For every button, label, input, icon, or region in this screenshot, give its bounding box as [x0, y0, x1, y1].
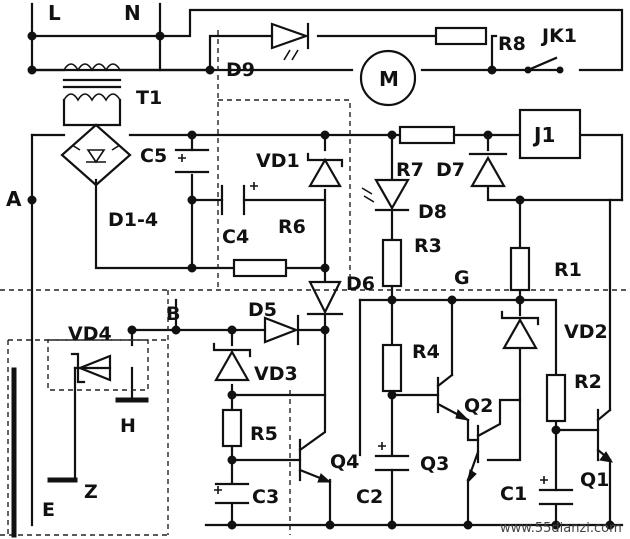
- resistor-r4: [381, 343, 403, 393]
- label-t1: T1: [136, 87, 162, 109]
- zener-vd3: [212, 342, 252, 382]
- transistor-q4: [298, 393, 332, 484]
- transformer-t1: [62, 63, 122, 102]
- resistor-r8: [434, 26, 488, 46]
- capacitor-c5: [174, 148, 210, 174]
- label-c2: C2: [356, 486, 383, 508]
- label-q1: Q1: [580, 469, 609, 491]
- resistor-r5: [221, 408, 243, 448]
- label-z: Z: [84, 481, 98, 503]
- label-h: H: [120, 415, 136, 437]
- label-c3: C3: [252, 486, 279, 508]
- watermark: www.55dianzi.com: [500, 521, 622, 536]
- relay-j1: [518, 108, 582, 160]
- zener-vd1: [306, 152, 344, 188]
- labels: L N T1 D9 R8 JK1 M C5 VD1 R7 D7 J1 D8 A …: [6, 1, 622, 536]
- capacitor-c1: [538, 476, 574, 506]
- diode-d7: [468, 152, 508, 188]
- wires: [30, 2, 624, 527]
- bridge-rectifier-d1-4: [60, 123, 132, 187]
- label-c1: C1: [500, 483, 527, 505]
- label-q2: Q2: [464, 395, 493, 417]
- resistor-r7: [398, 125, 456, 145]
- label-vd2: VD2: [564, 321, 608, 343]
- label-n: N: [124, 1, 141, 25]
- label-d1-4: D1-4: [108, 209, 158, 231]
- label-r7: R7: [396, 159, 424, 181]
- zener-vd2: [500, 310, 540, 350]
- resistor-r2: [545, 373, 567, 423]
- label-d7: D7: [436, 159, 465, 181]
- label-r3: R3: [414, 235, 442, 257]
- label-e: E: [42, 499, 55, 521]
- zener-vd4: [70, 352, 112, 384]
- label-j1: J1: [532, 123, 555, 147]
- transistor-q1: [596, 408, 613, 463]
- label-m: M: [379, 67, 399, 91]
- label-jk1: JK1: [540, 25, 577, 47]
- label-c4: C4: [222, 226, 249, 248]
- transistor-q2: [436, 373, 470, 422]
- label-d9: D9: [226, 59, 255, 81]
- capacitor-c2: [374, 442, 410, 472]
- led-d8: [361, 178, 410, 212]
- resistor-r1: [509, 246, 531, 292]
- label-a: A: [6, 187, 22, 211]
- capacitor-c4: [220, 182, 258, 216]
- label-d5: D5: [248, 299, 277, 321]
- diode-d5: [263, 314, 300, 346]
- label-q3: Q3: [420, 453, 449, 475]
- label-b: B: [166, 303, 180, 325]
- label-g: G: [454, 267, 470, 289]
- label-d8: D8: [418, 201, 447, 223]
- label-r5: R5: [250, 423, 278, 445]
- junctions: [27, 31, 615, 530]
- label-vd1: VD1: [256, 150, 300, 172]
- label-l: L: [48, 1, 61, 25]
- label-q4: Q4: [330, 451, 359, 473]
- label-r6: R6: [278, 216, 306, 238]
- label-r1: R1: [554, 259, 582, 281]
- label-r8: R8: [498, 33, 526, 55]
- label-r4: R4: [412, 341, 440, 363]
- diode-d6: [306, 280, 344, 316]
- transistor-q3: [466, 398, 522, 484]
- switch-jk1: [524, 66, 564, 74]
- resistor-r6: [232, 258, 288, 278]
- label-r2: R2: [574, 371, 602, 393]
- label-d6: D6: [346, 273, 375, 295]
- diode-d9: [270, 22, 310, 61]
- motor-m: [359, 49, 417, 107]
- capacitor-c3: [214, 482, 250, 505]
- label-c5: C5: [140, 145, 167, 167]
- label-vd4: VD4: [68, 323, 112, 345]
- label-vd3: VD3: [254, 363, 298, 385]
- resistor-r3: [381, 238, 403, 288]
